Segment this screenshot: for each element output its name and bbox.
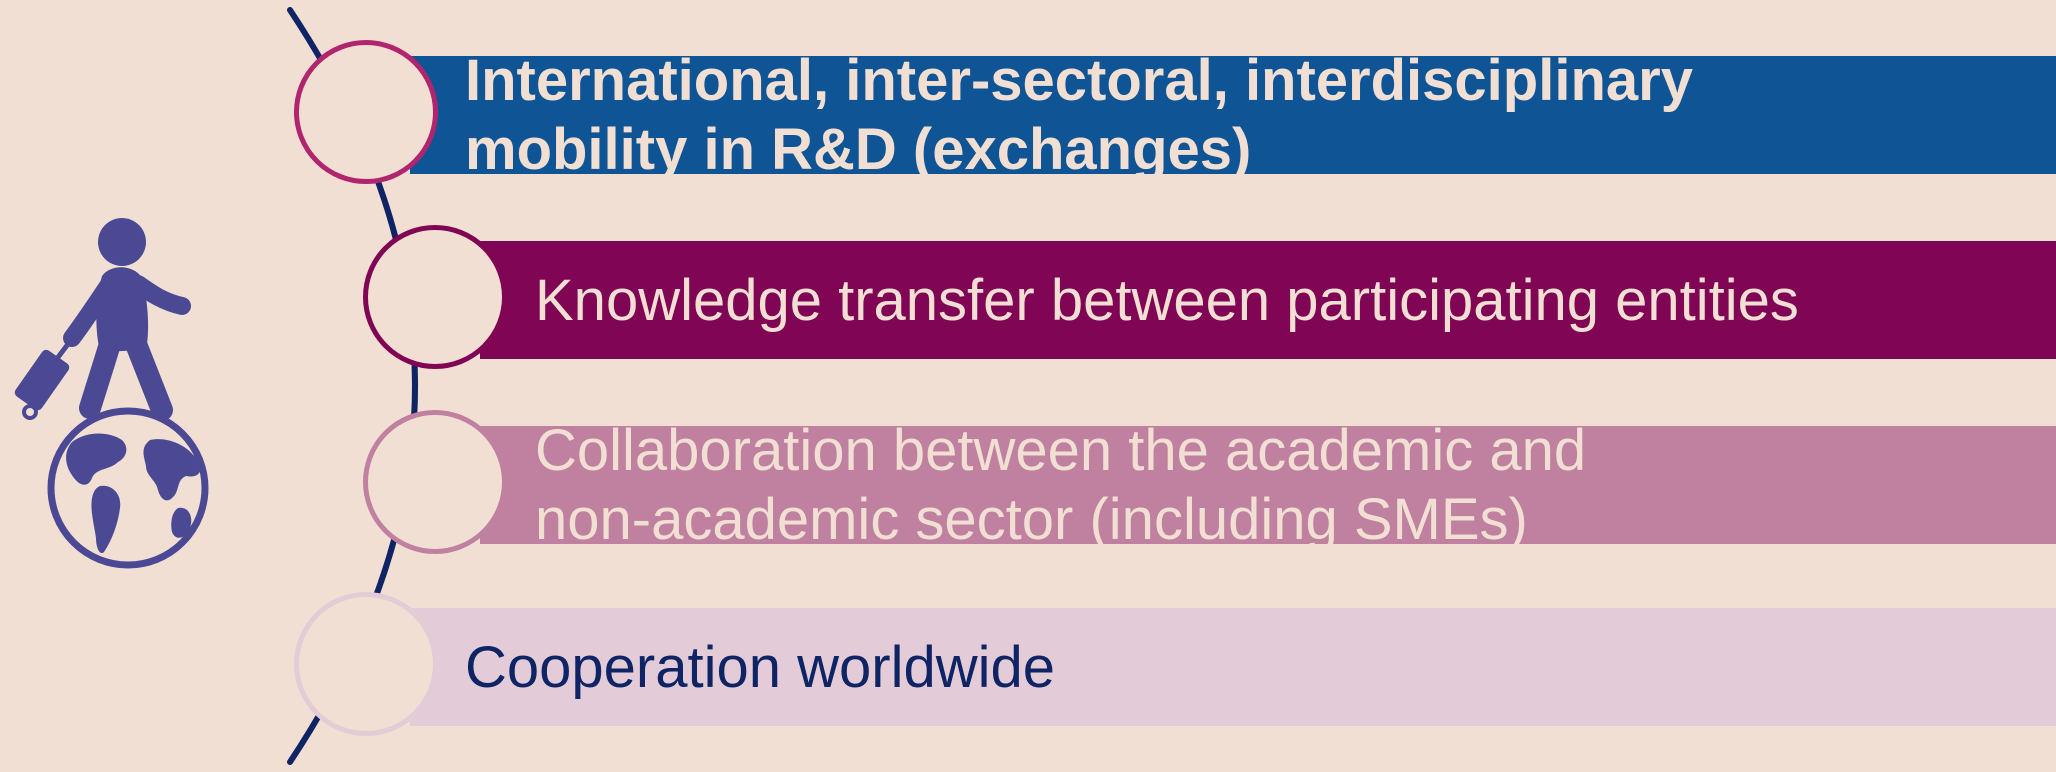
- item-text-knowledge-transfer: Knowledge transfer between participating…: [535, 267, 1799, 333]
- item-bar-mobility: International, inter-sectoral, interdisc…: [410, 56, 2056, 174]
- item-bar-collaboration: Collaboration between the academic and n…: [480, 426, 2056, 544]
- item-circle-mobility: [294, 40, 438, 184]
- item-text-mobility: International, inter-sectoral, interdisc…: [465, 56, 1693, 174]
- item-bar-knowledge-transfer: Knowledge transfer between participating…: [480, 241, 2056, 359]
- item-circle-cooperation: [294, 592, 438, 736]
- item-circle-collaboration: [363, 410, 507, 554]
- item-text-cooperation: Cooperation worldwide: [465, 634, 1055, 700]
- item-text-collaboration: Collaboration between the academic and n…: [535, 426, 1587, 544]
- item-circle-knowledge-transfer: [363, 225, 507, 369]
- item-bar-cooperation: Cooperation worldwide: [410, 608, 2056, 726]
